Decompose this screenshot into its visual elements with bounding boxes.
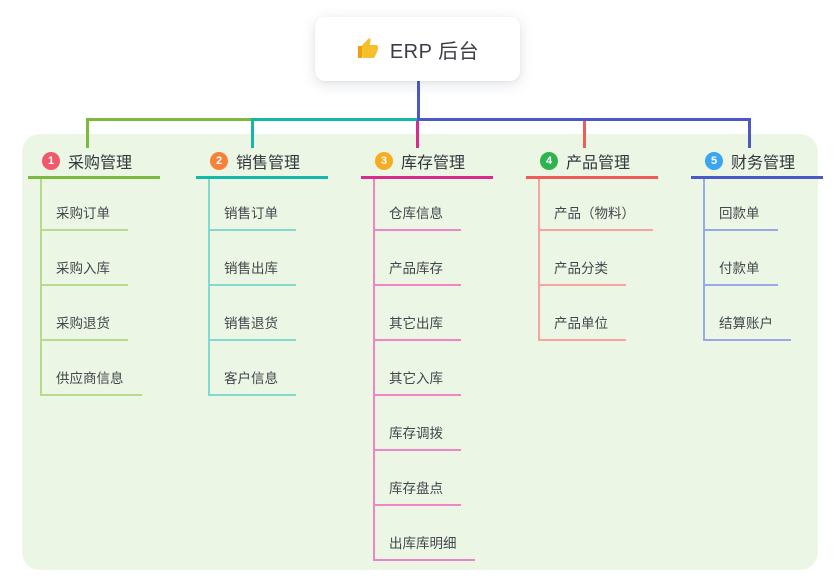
connector-bus-green bbox=[86, 118, 253, 121]
child-node[interactable]: 回款单 bbox=[705, 179, 778, 231]
child-node[interactable]: 销售退货 bbox=[210, 286, 296, 341]
branch-node-purchase[interactable]: 1 采购管理 bbox=[28, 148, 160, 179]
branch-number-badge: 1 bbox=[42, 152, 60, 170]
child-node[interactable]: 产品库存 bbox=[375, 231, 461, 286]
branch-children: 回款单 付款单 结算账户 bbox=[703, 179, 791, 341]
root-node-title: ERP 后台 bbox=[389, 40, 480, 63]
child-node[interactable]: 产品单位 bbox=[540, 286, 626, 341]
root-node[interactable]: ERP 后台 bbox=[315, 17, 520, 81]
connector-bus-blue bbox=[417, 118, 751, 121]
child-node[interactable]: 采购订单 bbox=[42, 179, 128, 231]
child-node[interactable]: 库存盘点 bbox=[375, 451, 461, 506]
connector-drop-sales bbox=[251, 118, 254, 148]
branch-title: 采购管理 bbox=[68, 155, 133, 172]
child-node[interactable]: 仓库信息 bbox=[375, 179, 461, 231]
branch-children: 产品（物料） 产品分类 产品单位 bbox=[538, 179, 653, 341]
branch-title: 财务管理 bbox=[731, 155, 796, 172]
branch-title: 销售管理 bbox=[236, 155, 301, 172]
child-node[interactable]: 结算账户 bbox=[705, 286, 791, 341]
child-node[interactable]: 产品分类 bbox=[540, 231, 626, 286]
child-node[interactable]: 付款单 bbox=[705, 231, 778, 286]
child-node[interactable]: 出库库明细 bbox=[375, 506, 475, 561]
branch-node-product[interactable]: 4 产品管理 bbox=[526, 148, 658, 179]
child-node[interactable]: 采购退货 bbox=[42, 286, 128, 341]
connector-drop-product bbox=[583, 121, 586, 148]
branch-purchase: 1 采购管理 采购订单 采购入库 采购退货 供应商信息 bbox=[28, 148, 188, 396]
branch-title: 库存管理 bbox=[401, 155, 466, 172]
branch-children: 销售订单 销售出库 销售退货 客户信息 bbox=[208, 179, 296, 396]
child-node[interactable]: 供应商信息 bbox=[42, 341, 142, 396]
child-node[interactable]: 客户信息 bbox=[210, 341, 296, 396]
connector-drop-inventory bbox=[416, 121, 419, 148]
connector-bus-teal bbox=[253, 118, 417, 121]
branch-node-sales[interactable]: 2 销售管理 bbox=[196, 148, 328, 179]
branch-sales: 2 销售管理 销售订单 销售出库 销售退货 客户信息 bbox=[196, 148, 356, 396]
branches-background-panel bbox=[22, 134, 818, 570]
branch-number-badge: 5 bbox=[705, 152, 723, 170]
thumbs-up-icon bbox=[356, 37, 380, 61]
branch-title: 产品管理 bbox=[566, 155, 631, 172]
child-node[interactable]: 库存调拨 bbox=[375, 396, 461, 451]
connector-drop-purchase bbox=[86, 118, 89, 148]
branch-product: 4 产品管理 产品（物料） 产品分类 产品单位 bbox=[526, 148, 686, 341]
branch-inventory: 3 库存管理 仓库信息 产品库存 其它出库 其它入库 库存调拨 库存盘点 出库库… bbox=[361, 148, 521, 561]
branch-number-badge: 4 bbox=[540, 152, 558, 170]
branch-finance: 5 财务管理 回款单 付款单 结算账户 bbox=[691, 148, 839, 341]
child-node[interactable]: 其它出库 bbox=[375, 286, 461, 341]
branch-number-badge: 3 bbox=[375, 152, 393, 170]
connector-drop-finance bbox=[748, 118, 751, 148]
branch-node-finance[interactable]: 5 财务管理 bbox=[691, 148, 823, 179]
branch-number-badge: 2 bbox=[210, 152, 228, 170]
branch-node-inventory[interactable]: 3 库存管理 bbox=[361, 148, 493, 179]
child-node[interactable]: 产品（物料） bbox=[540, 179, 653, 231]
branch-children: 采购订单 采购入库 采购退货 供应商信息 bbox=[40, 179, 142, 396]
child-node[interactable]: 采购入库 bbox=[42, 231, 128, 286]
child-node[interactable]: 其它入库 bbox=[375, 341, 461, 396]
child-node[interactable]: 销售出库 bbox=[210, 231, 296, 286]
branch-children: 仓库信息 产品库存 其它出库 其它入库 库存调拨 库存盘点 出库库明细 bbox=[373, 179, 475, 561]
connector-root-drop bbox=[417, 81, 420, 118]
child-node[interactable]: 销售订单 bbox=[210, 179, 296, 231]
